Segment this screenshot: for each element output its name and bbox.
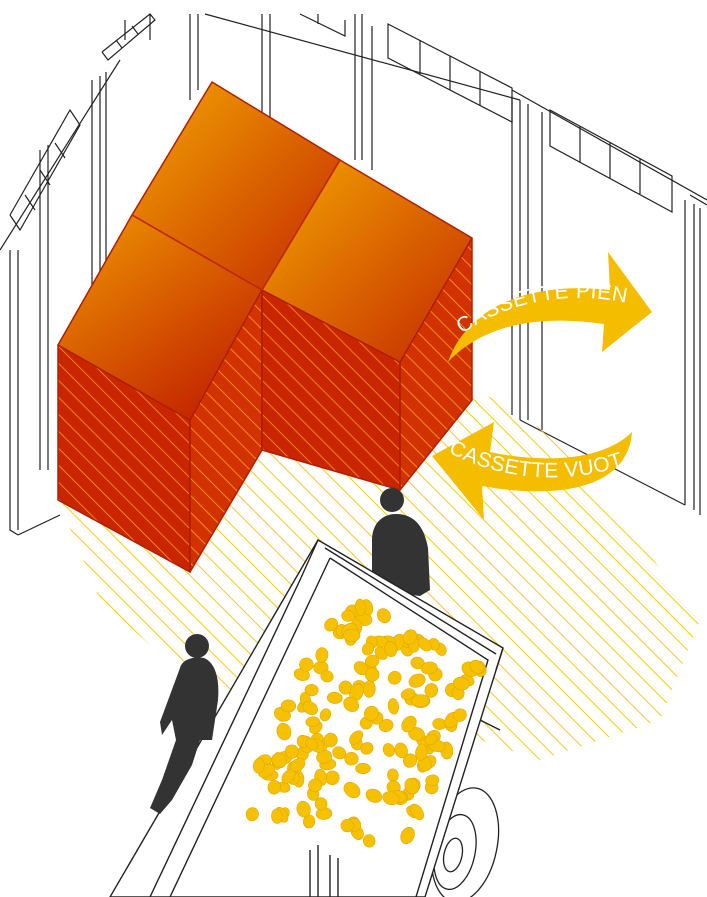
pepper-icon: [343, 629, 360, 642]
pepper-icon: [299, 658, 313, 672]
pepper-icon: [356, 763, 371, 773]
